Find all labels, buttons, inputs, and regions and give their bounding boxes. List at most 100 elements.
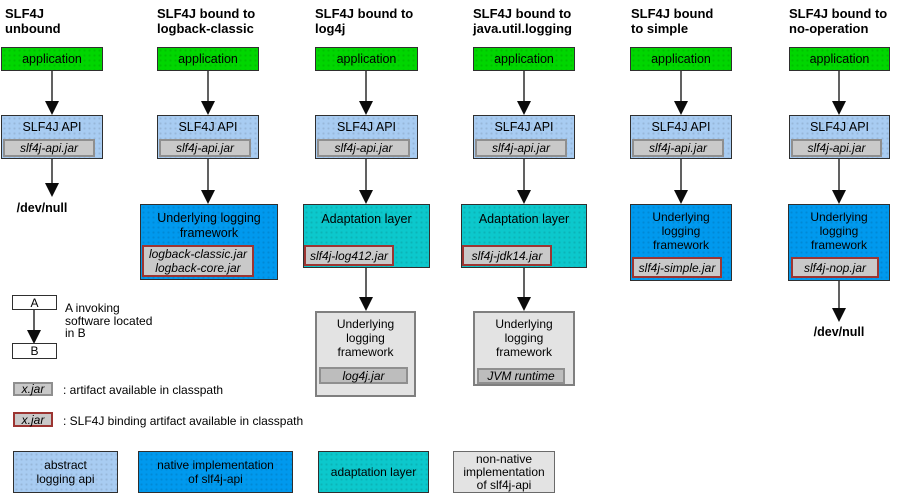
arrow-stem [523,159,525,191]
swatch-abstract-api: abstract logging api [13,451,118,493]
framework-label: Underlying logging framework [810,210,868,252]
slf4j-api-label: SLF4J API [336,120,397,134]
arrow-down-icon [45,101,59,115]
application-box: application [315,47,418,71]
application-box: application [630,47,732,71]
arrow-stem [365,159,367,191]
api-jar: slf4j-api.jar [3,139,95,157]
arrow-stem [523,71,525,102]
swatch-label: adaptation layer [330,465,417,479]
slf4j-api-box: SLF4J API slf4j-api.jar [789,115,890,159]
arrow-down-icon [359,297,373,311]
legend-a-label: A [30,295,39,310]
column-title-log4j: SLF4J bound to log4j [315,6,414,36]
swatch-label: native implementation of slf4j-api [157,458,274,486]
arrow-down-icon [674,190,688,204]
application-box: application [789,47,890,71]
legend-b-box: B [12,343,57,359]
column-title-logback: SLF4J bound to logback-classic [157,6,256,36]
adaptation-label: Adaptation layer [478,212,570,226]
slf4j-api-box: SLF4J API slf4j-api.jar [630,115,732,159]
arrow-stem [33,310,35,331]
swatch-non-native-impl: non-native implementation of slf4j-api [453,451,555,493]
column-title-jul: SLF4J bound to java.util.logging [473,6,572,36]
column-title-unbound: SLF4J unbound [5,6,61,36]
column-title-nop: SLF4J bound to no-operation [789,6,888,36]
legend-binding-jar: x.jar [13,412,53,427]
framework-jar: log4j.jar [319,367,408,384]
arrow-down-icon [201,101,215,115]
legend-b-label: B [30,344,39,358]
arrow-down-icon [674,101,688,115]
framework-box: Underlying logging framework slf4j-simpl… [630,204,732,281]
arrow-down-icon [201,190,215,204]
column-title-simple: SLF4J bound to simple [631,6,714,36]
dev-null-label: /dev/null [813,325,865,339]
binding-jar: slf4j-jdk14.jar [462,245,552,266]
dev-null-label: /dev/null [16,201,68,215]
api-jar: slf4j-api.jar [632,139,724,157]
arrow-stem [838,159,840,191]
framework-label: Underlying logging framework [336,317,395,359]
arrow-stem [51,71,53,102]
framework-box: Underlying logging framework JVM runtime [473,311,575,386]
slf4j-api-label: SLF4J API [809,120,870,134]
arrow-down-icon [45,183,59,197]
binding-jar: slf4j-nop.jar [791,257,879,278]
application-label: application [494,52,554,66]
arrow-down-icon [517,190,531,204]
application-box: application [157,47,259,71]
arrow-down-icon [832,101,846,115]
api-jar: slf4j-api.jar [791,139,882,157]
adaptation-box: Adaptation layer slf4j-log412.jar [303,204,430,268]
slf4j-api-box: SLF4J API slf4j-api.jar [1,115,103,159]
adaptation-label: Adaptation layer [321,212,412,226]
framework-label: Underlying logging framework [157,211,261,240]
arrow-stem [51,159,53,184]
slf4j-api-label: SLF4J API [22,120,82,134]
framework-box: Underlying logging framework slf4j-nop.j… [788,204,890,281]
binding-jar: logback-classic.jar logback-core.jar [142,245,254,277]
arrow-stem [207,159,209,191]
slf4j-api-label: SLF4J API [651,120,711,134]
arrow-down-icon [517,297,531,311]
arrow-stem [680,159,682,191]
framework-box: Underlying logging framework logback-cla… [140,204,278,280]
arrow-down-icon [832,190,846,204]
application-label: application [22,52,82,66]
arrow-stem [207,71,209,102]
application-label: application [178,52,238,66]
binding-jar: slf4j-log412.jar [304,245,394,266]
arrow-stem [838,281,840,309]
legend-artifact-jar: x.jar [13,382,53,396]
slf4j-api-box: SLF4J API slf4j-api.jar [473,115,575,159]
application-label: application [336,52,397,66]
slf4j-api-box: SLF4J API slf4j-api.jar [157,115,259,159]
arrow-down-icon [359,101,373,115]
binding-jar: slf4j-simple.jar [632,257,722,278]
swatch-label: abstract logging api [36,458,95,486]
swatch-adaptation-layer: adaptation layer [318,451,429,493]
arrow-stem [680,71,682,102]
framework-label: Underlying logging framework [495,317,553,359]
arrow-stem [523,268,525,298]
framework-jar: JVM runtime [477,368,565,384]
application-label: application [809,52,870,66]
legend-invoking-note: A invoking software located in B [65,301,153,340]
arrow-stem [365,71,367,102]
legend-artifact-note: : artifact available in classpath [63,383,224,397]
slf4j-api-label: SLF4J API [178,120,238,134]
api-jar: slf4j-api.jar [317,139,410,157]
framework-box: Underlying logging framework log4j.jar [315,311,416,397]
arrow-down-icon [359,190,373,204]
swatch-native-impl: native implementation of slf4j-api [138,451,293,493]
application-box: application [473,47,575,71]
arrow-down-icon [832,308,846,322]
api-jar: slf4j-api.jar [475,139,567,157]
adaptation-box: Adaptation layer slf4j-jdk14.jar [461,204,587,268]
arrow-down-icon [517,101,531,115]
slf4j-api-box: SLF4J API slf4j-api.jar [315,115,418,159]
framework-label: Underlying logging framework [652,210,710,252]
swatch-label: non-native implementation of slf4j-api [463,451,545,492]
